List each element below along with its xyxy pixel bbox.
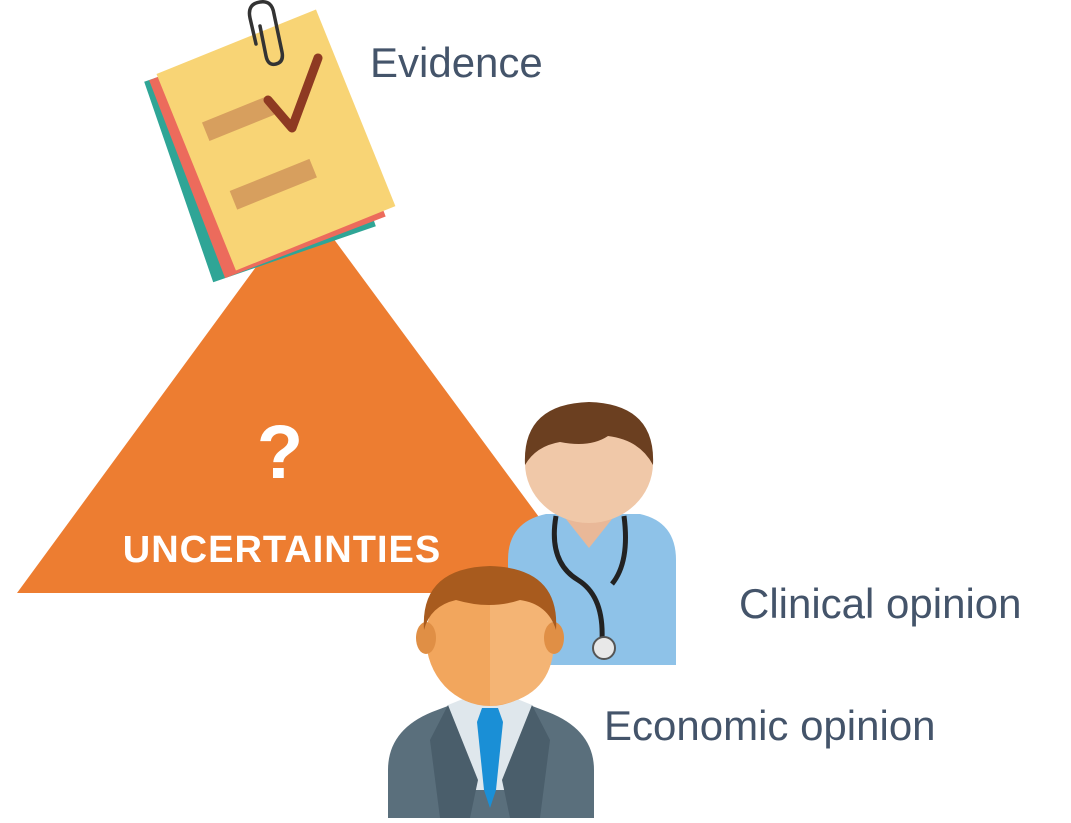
evidence-label: Evidence <box>370 39 543 86</box>
uncertainties-label: UNCERTAINTIES <box>123 529 441 571</box>
uncertainties-triangle: ? UNCERTAINTIES <box>17 200 595 593</box>
question-mark: ? <box>257 410 303 495</box>
clinical-opinion-label: Clinical opinion <box>739 580 1022 627</box>
documents-checklist-icon <box>144 0 396 283</box>
economic-opinion-label: Economic opinion <box>604 702 936 749</box>
businessman-icon <box>388 566 594 818</box>
